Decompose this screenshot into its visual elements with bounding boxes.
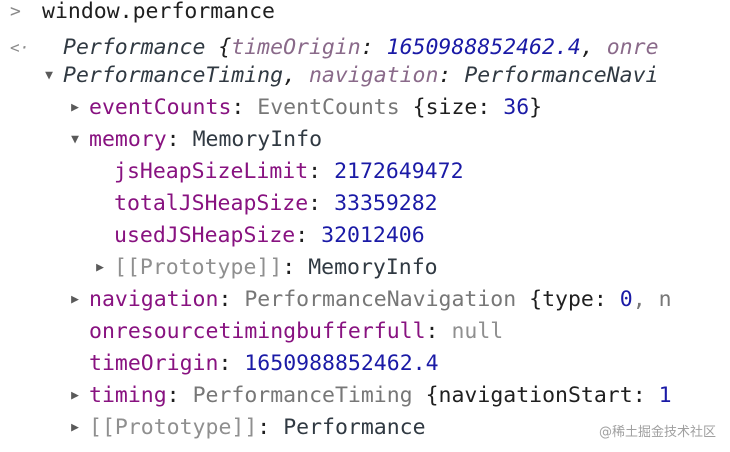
summary-colon: :	[360, 35, 374, 60]
summary-class-timing: PerformanceTiming	[63, 63, 284, 88]
summary-colon-2: :	[438, 63, 452, 88]
expand-arrow-right-icon[interactable]: ▶	[71, 420, 79, 435]
property-preview-size: 36	[503, 95, 530, 120]
property-preview-open: {type:	[529, 287, 607, 312]
property-preview-tail: , n	[632, 287, 672, 312]
property-class-name: PerformanceTiming	[192, 383, 413, 408]
property-key: totalJSHeapSize	[114, 191, 309, 216]
console-expression: window.performance	[42, 0, 275, 24]
property-value: 1650988852462.4	[244, 351, 439, 376]
property-preview-tail: 1	[658, 383, 672, 408]
expand-arrow-right-icon[interactable]: ▶	[71, 388, 79, 403]
summary-key-timeorigin: timeOrigin	[231, 35, 361, 60]
prototype-key: [[Prototype]]	[89, 415, 258, 440]
summary-open-brace: {	[218, 35, 232, 60]
property-value: 33359282	[334, 191, 438, 216]
property-key: onresourcetimingbufferfull	[89, 319, 426, 344]
expand-arrow-down-icon[interactable]: ▼	[45, 68, 53, 83]
prototype-key: [[Prototype]]	[114, 255, 283, 280]
property-key: usedJSHeapSize	[114, 223, 296, 248]
expand-arrow-right-icon[interactable]: ▶	[71, 100, 79, 115]
expand-arrow-down-icon[interactable]: ▼	[71, 132, 79, 147]
property-class-name: PerformanceNavigation	[244, 287, 517, 312]
property-key: eventCounts	[89, 95, 232, 120]
property-preview-close: }	[529, 95, 543, 120]
expand-arrow-right-icon[interactable]: ▶	[71, 292, 79, 307]
summary-key-truncated: onre	[606, 35, 659, 60]
summary-comma-2: ,	[283, 63, 297, 88]
property-value: 32012406	[321, 223, 425, 248]
property-class-name: MemoryInfo	[192, 127, 323, 152]
prototype-value: MemoryInfo	[308, 255, 438, 280]
property-class-name: EventCounts	[257, 95, 400, 120]
result-class-name: Performance	[63, 35, 206, 60]
summary-comma: ,	[580, 35, 594, 60]
property-key: timeOrigin	[89, 351, 219, 376]
return-arrow-icon: <·	[10, 38, 30, 57]
property-value: 2172649472	[334, 159, 464, 184]
property-preview-open: {navigationStart:	[425, 383, 646, 408]
summary-key-navigation: navigation	[308, 63, 439, 88]
property-key: jsHeapSizeLimit	[114, 159, 309, 184]
property-preview-type: 0	[619, 287, 633, 312]
watermark: @稀土掘金技术社区	[598, 425, 716, 440]
property-key: navigation	[89, 287, 219, 312]
property-preview-open: {size:	[412, 95, 491, 120]
prototype-value: Performance	[283, 415, 426, 440]
property-key: timing	[89, 383, 167, 408]
prompt-chevron-icon: >	[10, 1, 21, 22]
property-value: null	[451, 319, 504, 344]
expand-arrow-right-icon[interactable]: ▶	[96, 260, 104, 275]
summary-value-navigation: PerformanceNavi	[464, 63, 659, 88]
property-key: memory	[89, 127, 167, 152]
summary-value-timeorigin: 1650988852462.4	[386, 35, 581, 60]
